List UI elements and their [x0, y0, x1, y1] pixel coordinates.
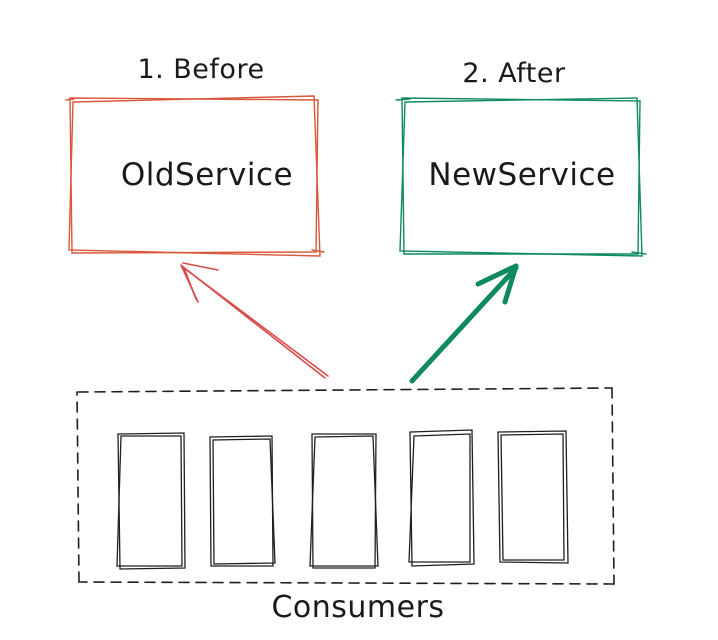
- old-service-label: OldService: [120, 157, 294, 193]
- consumers-group-border: [76, 387, 615, 585]
- consumer-box-4: [408, 429, 475, 567]
- arrow-to-new-service: [409, 263, 519, 384]
- new-service-box: [395, 97, 647, 257]
- consumer-box-5: [497, 430, 569, 564]
- before-heading: 1. Before: [137, 54, 265, 85]
- consumer-box-2: [209, 435, 276, 567]
- old-service-box: [65, 95, 325, 257]
- after-heading: 2. After: [462, 58, 566, 89]
- new-service-label: NewService: [428, 157, 616, 193]
- consumer-box-1: [116, 432, 186, 570]
- consumers-label: Consumers: [271, 590, 445, 625]
- consumer-box-3: [309, 433, 379, 569]
- arrow-to-old-service: [180, 262, 329, 379]
